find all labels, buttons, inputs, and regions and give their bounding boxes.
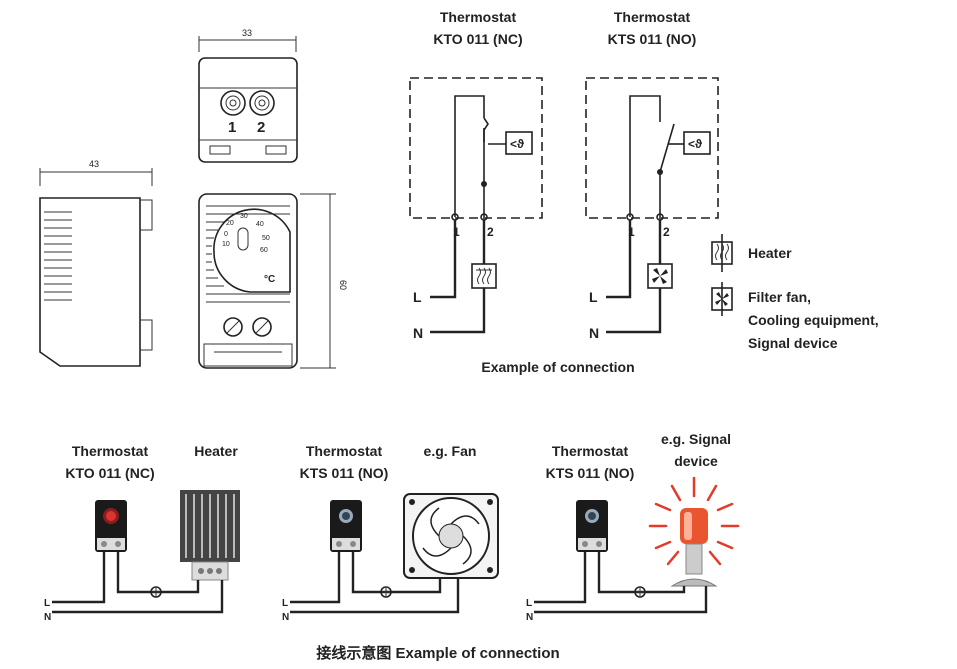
nc-line-l: L xyxy=(413,289,422,305)
side-view-drawing: 43 xyxy=(39,159,153,367)
thermostat-photo-2 xyxy=(330,500,362,552)
no-fan-symbol xyxy=(647,263,673,289)
svg-text:2: 2 xyxy=(487,225,494,239)
svg-text:e.g. Fan: e.g. Fan xyxy=(424,443,477,459)
svg-text:10: 10 xyxy=(222,241,230,248)
dim-height: 60 xyxy=(338,280,348,290)
svg-text:40: 40 xyxy=(256,221,264,228)
svg-text:N: N xyxy=(526,612,533,623)
svg-text:0: 0 xyxy=(224,231,228,238)
svg-text:Thermostat: Thermostat xyxy=(306,443,383,459)
svg-text:KTS 011 (NO): KTS 011 (NO) xyxy=(546,465,635,481)
no-schematic: <ϑ 1 2 L N xyxy=(585,77,719,341)
nc-title-1: Thermostat xyxy=(440,9,517,25)
fan-photo xyxy=(403,493,499,579)
svg-text:30: 30 xyxy=(240,213,248,220)
dim-width-top: 33 xyxy=(242,28,252,38)
svg-text:device: device xyxy=(674,453,718,469)
dimension-drawings: 33 1 2 43 xyxy=(39,28,348,369)
legend-fan-2: Cooling equipment, xyxy=(748,312,879,328)
connection-examples: Thermostat KTO 011 (NC) Heater xyxy=(44,431,740,662)
symbol-legend: Heater Filter fan, Cooling equipment, Si… xyxy=(711,234,879,351)
svg-text:Heater: Heater xyxy=(194,443,238,459)
front-view-drawing: 20 30 40 0 50 10 60 °C 60 xyxy=(198,193,348,369)
svg-text:Thermostat: Thermostat xyxy=(72,443,149,459)
svg-text:1: 1 xyxy=(628,225,635,239)
dim-width-side: 43 xyxy=(89,159,99,169)
example-heater: Thermostat KTO 011 (NC) Heater xyxy=(44,443,240,623)
nc-line-n: N xyxy=(413,325,423,341)
legend-fan-1: Filter fan, xyxy=(748,289,811,305)
top-terminal-1: 1 xyxy=(228,119,236,136)
thermostat-photo-3 xyxy=(576,500,608,552)
example-fan: Thermostat KTS 011 (NO) e.g. Fan L xyxy=(282,443,499,623)
bottom-caption: 接线示意图 Example of connection xyxy=(316,644,559,662)
svg-text:60: 60 xyxy=(260,247,268,254)
nc-schematic: <ϑ 1 2 L N xyxy=(409,77,543,341)
no-line-l: L xyxy=(589,289,598,305)
no-sensor-symbol: <ϑ xyxy=(688,137,702,151)
nc-sensor-symbol: <ϑ xyxy=(510,137,524,151)
svg-text:N: N xyxy=(44,612,51,623)
no-title-1: Thermostat xyxy=(614,9,691,25)
svg-text:e.g. Signal: e.g. Signal xyxy=(661,431,731,447)
wiring-schematic: Thermostat KTO 011 (NC) Thermostat KTS 0… xyxy=(409,9,879,375)
svg-text:50: 50 xyxy=(262,235,270,242)
legend-fan-icon xyxy=(711,287,733,311)
top-terminal-2: 2 xyxy=(257,119,265,136)
svg-text:L: L xyxy=(526,598,532,609)
heater-photo xyxy=(180,490,240,581)
schematic-caption: Example of connection xyxy=(481,359,634,375)
nc-title-2: KTO 011 (NC) xyxy=(433,31,522,47)
top-view-drawing: 33 1 2 xyxy=(198,28,298,163)
svg-text:KTO 011 (NC): KTO 011 (NC) xyxy=(65,465,154,481)
svg-text:1: 1 xyxy=(453,225,460,239)
signal-beacon-photo xyxy=(648,476,740,587)
no-line-n: N xyxy=(589,325,599,341)
svg-text:Thermostat: Thermostat xyxy=(552,443,629,459)
legend-heater: Heater xyxy=(748,245,792,261)
svg-text:L: L xyxy=(282,598,288,609)
temp-unit: °C xyxy=(264,274,275,285)
svg-text:20: 20 xyxy=(226,220,234,227)
example-signal: Thermostat KTS 011 (NO) e.g. Signal devi… xyxy=(526,431,740,623)
svg-text:L: L xyxy=(44,598,50,609)
svg-text:N: N xyxy=(282,612,289,623)
svg-text:KTS 011 (NO): KTS 011 (NO) xyxy=(300,465,389,481)
no-title-2: KTS 011 (NO) xyxy=(608,31,697,47)
svg-text:2: 2 xyxy=(663,225,670,239)
legend-heater-icon xyxy=(711,241,733,265)
legend-fan-3: Signal device xyxy=(748,335,838,351)
thermostat-photo-1 xyxy=(95,500,127,552)
